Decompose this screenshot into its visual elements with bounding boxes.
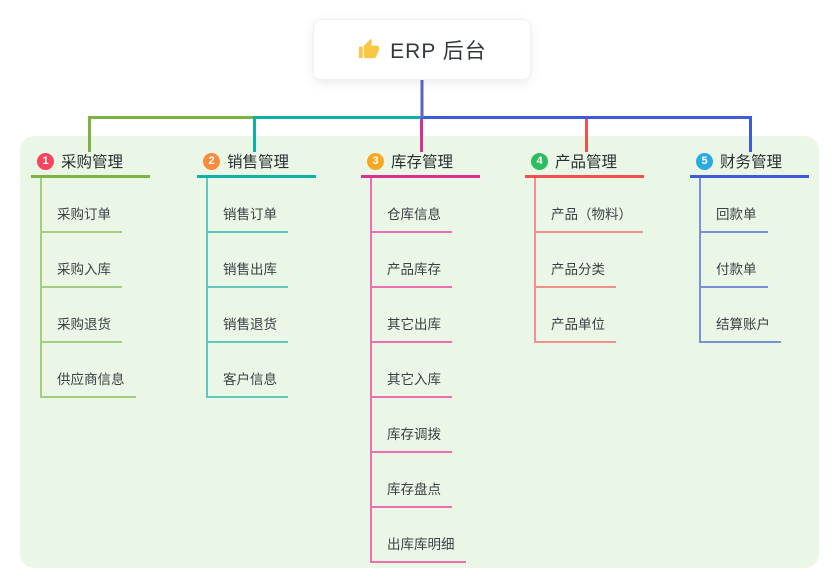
child-node-label: 产品库存 <box>372 258 452 288</box>
branch-number-badge: 4 <box>531 152 548 170</box>
branch-children: 仓库信息 产品库存 其它出库 其它入库 库存调拨 库存盘点 出库库明细 <box>370 178 480 563</box>
child-node-label: 产品分类 <box>536 258 616 288</box>
child-node[interactable]: 采购订单 <box>42 178 150 233</box>
root-node[interactable]: ERP 后台 <box>313 19 531 80</box>
branch-children: 产品（物料） 产品分类 产品单位 <box>534 178 644 343</box>
branch-column-4: 4 产品管理 产品（物料） 产品分类 产品单位 <box>525 147 644 343</box>
child-node[interactable]: 仓库信息 <box>372 178 480 233</box>
branch-column-3: 3 库存管理 仓库信息 产品库存 其它出库 其它入库 库存调拨 库存盘点 出库库… <box>361 147 480 563</box>
branch-title-label: 销售管理 <box>227 154 290 171</box>
child-node-label: 采购入库 <box>42 258 122 288</box>
branch-column-1: 1 采购管理 采购订单 采购入库 采购退货 供应商信息 <box>31 147 150 398</box>
root-node-title: ERP 后台 <box>390 39 487 63</box>
child-node-label: 采购订单 <box>42 203 122 233</box>
branches-panel <box>20 136 819 568</box>
branch-number-badge: 3 <box>367 152 384 170</box>
child-node[interactable]: 客户信息 <box>208 343 316 398</box>
child-node[interactable]: 回款单 <box>701 178 809 233</box>
child-node-label: 产品（物料） <box>536 203 643 233</box>
child-node-label: 采购退货 <box>42 313 122 343</box>
child-node[interactable]: 其它入库 <box>372 343 480 398</box>
child-node-label: 出库库明细 <box>372 533 466 563</box>
child-node[interactable]: 采购入库 <box>42 233 150 288</box>
child-node[interactable]: 供应商信息 <box>42 343 150 398</box>
child-node[interactable]: 销售出库 <box>208 233 316 288</box>
child-node[interactable]: 销售订单 <box>208 178 316 233</box>
branch-title-label: 财务管理 <box>720 154 783 171</box>
branch-number-badge: 2 <box>203 152 220 170</box>
child-node-label: 付款单 <box>701 258 768 288</box>
child-node-label: 销售订单 <box>208 203 288 233</box>
branch-number-badge: 5 <box>696 152 713 170</box>
branch-number-badge: 1 <box>37 152 54 170</box>
branch-title-label: 产品管理 <box>555 154 618 171</box>
child-node[interactable]: 付款单 <box>701 233 809 288</box>
branch-node[interactable]: 3 库存管理 <box>361 147 480 178</box>
branch-children: 采购订单 采购入库 采购退货 供应商信息 <box>40 178 150 398</box>
child-node-label: 客户信息 <box>208 368 288 398</box>
branch-node[interactable]: 1 采购管理 <box>31 147 150 178</box>
child-node-label: 仓库信息 <box>372 203 452 233</box>
child-node[interactable]: 其它出库 <box>372 288 480 343</box>
child-node-label: 回款单 <box>701 203 768 233</box>
child-node-label: 其它出库 <box>372 313 452 343</box>
child-node[interactable]: 库存盘点 <box>372 453 480 508</box>
child-node[interactable]: 销售退货 <box>208 288 316 343</box>
child-node-label: 库存调拨 <box>372 423 452 453</box>
branch-children: 销售订单 销售出库 销售退货 客户信息 <box>206 178 316 398</box>
branch-title-label: 采购管理 <box>61 154 124 171</box>
child-node[interactable]: 库存调拨 <box>372 398 480 453</box>
branch-node[interactable]: 4 产品管理 <box>525 147 644 178</box>
child-node-label: 销售出库 <box>208 258 288 288</box>
child-node[interactable]: 采购退货 <box>42 288 150 343</box>
child-node[interactable]: 产品分类 <box>536 233 644 288</box>
branch-node[interactable]: 2 销售管理 <box>197 147 316 178</box>
branch-column-5: 5 财务管理 回款单 付款单 结算账户 <box>690 147 809 343</box>
branch-title-label: 库存管理 <box>391 154 454 171</box>
child-node-label: 供应商信息 <box>42 368 136 398</box>
branch-node[interactable]: 5 财务管理 <box>690 147 809 178</box>
child-node-label: 销售退货 <box>208 313 288 343</box>
child-node-label: 其它入库 <box>372 368 452 398</box>
child-node[interactable]: 产品库存 <box>372 233 480 288</box>
branch-children: 回款单 付款单 结算账户 <box>699 178 809 343</box>
child-node-label: 库存盘点 <box>372 478 452 508</box>
child-node-label: 结算账户 <box>701 313 781 343</box>
child-node-label: 产品单位 <box>536 313 616 343</box>
child-node[interactable]: 出库库明细 <box>372 508 480 563</box>
child-node[interactable]: 结算账户 <box>701 288 809 343</box>
child-node[interactable]: 产品（物料） <box>536 178 644 233</box>
child-node[interactable]: 产品单位 <box>536 288 644 343</box>
thumbs-up-icon <box>359 38 380 59</box>
branch-column-2: 2 销售管理 销售订单 销售出库 销售退货 客户信息 <box>197 147 316 398</box>
